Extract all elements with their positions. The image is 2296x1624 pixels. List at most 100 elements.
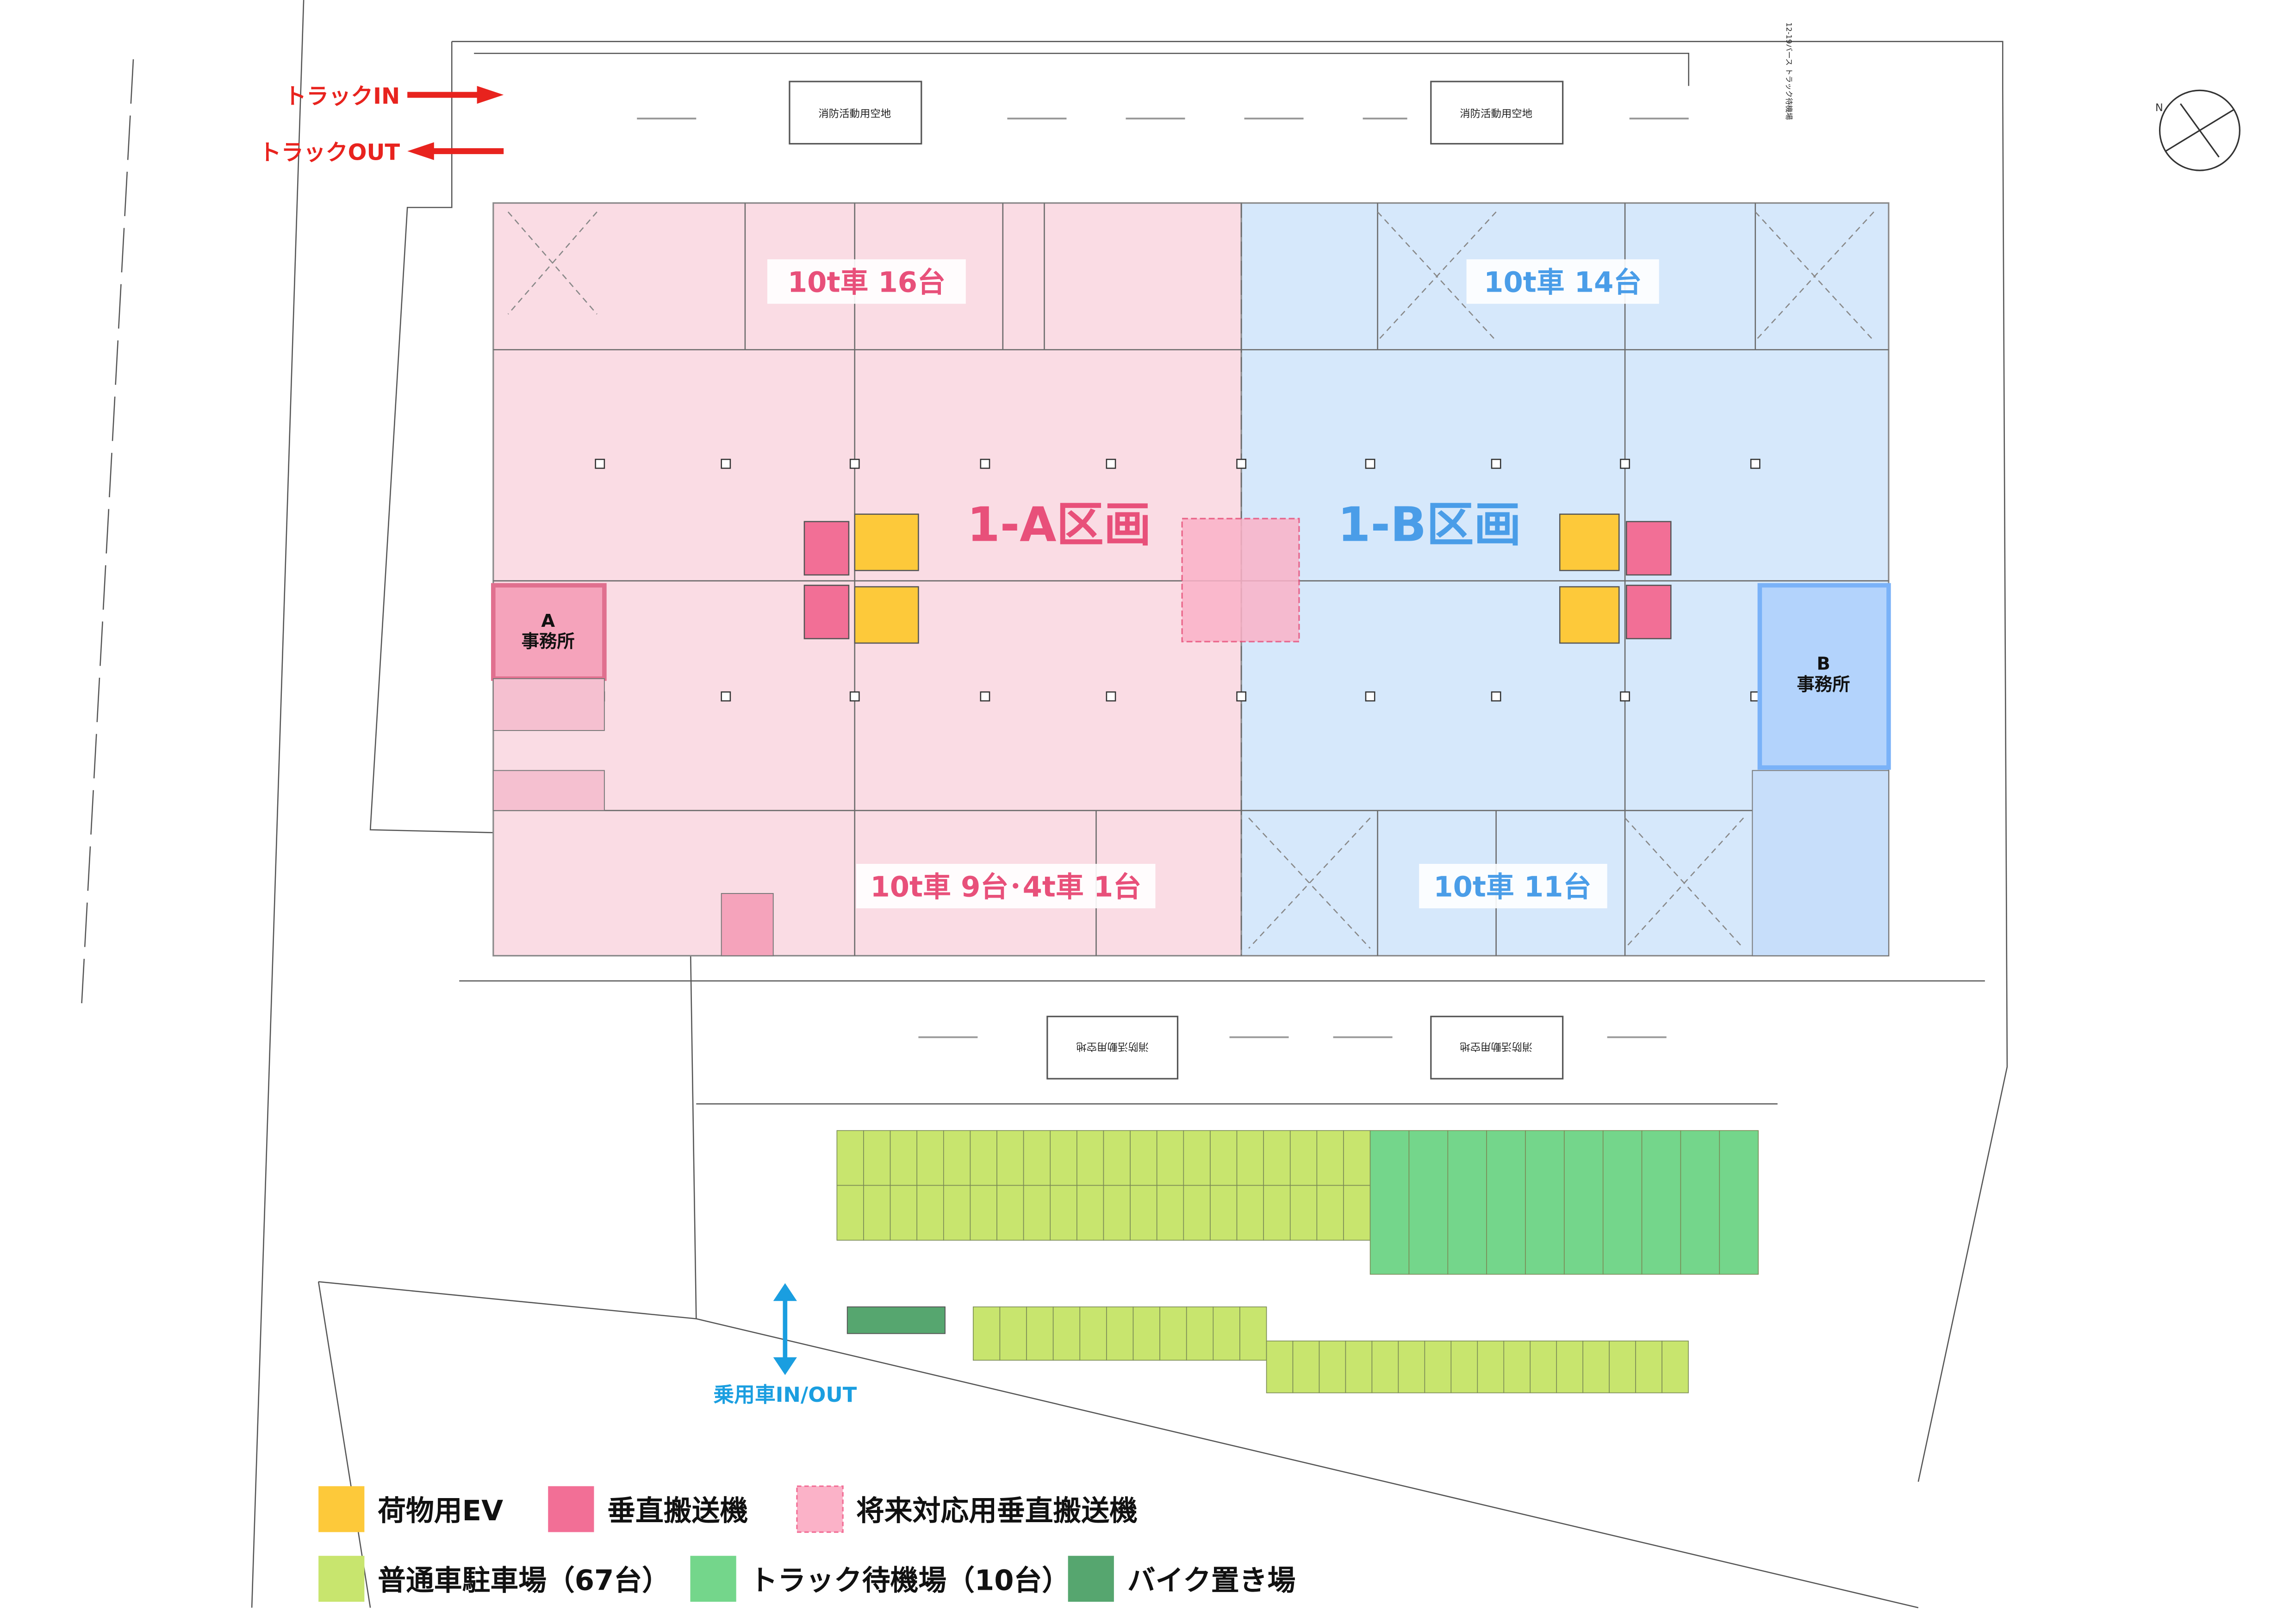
column [1620,691,1630,702]
zone-1b-title: 1-B区画 [1338,497,1521,552]
car-parking-stall [943,1130,971,1186]
car-in-out-label: 乗用車IN/OUT [713,1382,857,1407]
car-parking-stall [1186,1306,1214,1361]
car-parking-stall [1130,1130,1157,1186]
truck-wait-note: 12-19バース トラック待機場 [1785,22,1793,120]
car-parking-stall [1236,1130,1264,1186]
column [1491,458,1501,469]
berth-count-a-top: 10t車 16台 [788,267,946,299]
arrow-down-icon [773,1357,797,1375]
legend-label: 垂直搬送機 [607,1495,748,1527]
column [849,458,860,469]
vertical-conveyors [803,521,1672,639]
fire-area-label: 消防活動用空地 [818,108,891,120]
car-parking-stall [1050,1130,1077,1186]
legend-item: トラック待機場（10台） [690,1555,1070,1602]
freight-elevator [1559,586,1620,644]
fire-area-label: 消防活動用空地 [1076,1040,1149,1052]
truck-waiting-stall [1564,1130,1604,1275]
parking [836,1130,1759,1393]
column [1491,691,1501,702]
berth-count-a-bottom: 10t車 9台･4t車 1台 [870,871,1141,903]
legend-label: バイク置き場 [1127,1564,1296,1597]
car-parking-stall [836,1185,864,1241]
bike-parking [846,1306,946,1334]
column [595,458,605,469]
car-parking-stall [1103,1130,1131,1186]
car-parking-stall [916,1185,944,1241]
car-parking-stall [916,1130,944,1186]
car-parking-stall [1398,1340,1425,1393]
truck-out-label: トラックOUT [259,140,400,166]
office-a-label: 事務所 [522,631,575,652]
legend-swatch [796,1485,844,1533]
truck-waiting-stall [1486,1130,1526,1275]
arrow-up-icon [773,1283,797,1301]
truck-waiting-stall [1408,1130,1449,1275]
truck-waiting-stall [1602,1130,1643,1275]
berth-label-b-top: 10t車 14台 [1466,259,1659,304]
car-parking-stall [1263,1185,1291,1241]
truck-waiting-stall [1369,1130,1410,1275]
fire-areas: 消防活動用空地 消防活動用空地 消防活動用空地 消防活動用空地 12-19バース… [789,22,1793,1080]
legend-swatch [690,1555,736,1602]
truck-waiting-stall [1719,1130,1759,1275]
column [721,458,731,469]
car-parking-stall [1263,1130,1291,1186]
berth-label-b-bottom: 10t車 11台 [1419,864,1607,909]
berth-label-a-top: 10t車 16台 [767,259,966,304]
car-parking-stall [943,1185,971,1241]
arrow-left-icon [407,142,434,160]
legend-item: 普通車駐車場（67台） [318,1555,670,1602]
office-b: B 事務所 [1752,583,1891,956]
car-parking-stall [1635,1340,1662,1393]
legend-label: 将来対応用垂直搬送機 [856,1495,1138,1527]
truck-waiting-stall [1447,1130,1487,1275]
car-parking-stall [1609,1340,1636,1393]
car-parking-stall [1023,1130,1051,1186]
car-parking-stall [1183,1185,1211,1241]
car-parking-stall [1130,1185,1157,1241]
fire-area-label: 消防活動用空地 [1460,1040,1532,1052]
car-parking-stall [1156,1130,1184,1186]
car-parking-stall [1289,1185,1318,1241]
vertical-conveyor [803,585,850,639]
car-parking-stall [1316,1185,1344,1241]
column [1236,458,1247,469]
legend-label: トラック待機場（10台） [750,1564,1070,1597]
freight-elevator [854,586,919,644]
office-b-label: 事務所 [1797,675,1850,695]
truck-waiting-stall [1641,1130,1681,1275]
freight-elevators [854,513,1620,644]
car-parking-stall [996,1185,1024,1241]
fire-area-label: 消防活動用空地 [1460,108,1532,120]
car-parking-stall [1103,1185,1131,1241]
car-parking-stall [970,1185,997,1241]
car-parking-stall [1477,1340,1505,1393]
car-parking-stall [1213,1306,1240,1361]
car-parking-stall [1026,1306,1054,1361]
car-parking-stall [1156,1185,1184,1241]
car-parking-stall [1183,1130,1211,1186]
freight-elevator [1559,513,1620,571]
legend-label: 荷物用EV [378,1495,503,1527]
car-parking-stall [1582,1340,1610,1393]
car-parking-stall [973,1306,1001,1361]
berth-count-b-bottom: 10t車 11台 [1433,871,1591,903]
berth-label-a-bottom: 10t車 9台･4t車 1台 [856,864,1156,909]
lane-marks [637,118,1689,1038]
car-parking-stall [1316,1130,1344,1186]
car-parking-stall [1345,1340,1373,1393]
car-parking-stall [1343,1130,1371,1186]
columns [595,458,1761,702]
column [1620,458,1630,469]
freight-elevator [854,513,919,571]
car-parking-stall [863,1130,891,1186]
car-parking-stall [1450,1340,1478,1393]
legend-item: 荷物用EV [318,1486,503,1532]
site-outline [81,0,2008,1608]
car-parking-stall [1132,1306,1160,1361]
truck-waiting-stall [1525,1130,1565,1275]
truck-in-label: トラックIN [284,83,400,109]
